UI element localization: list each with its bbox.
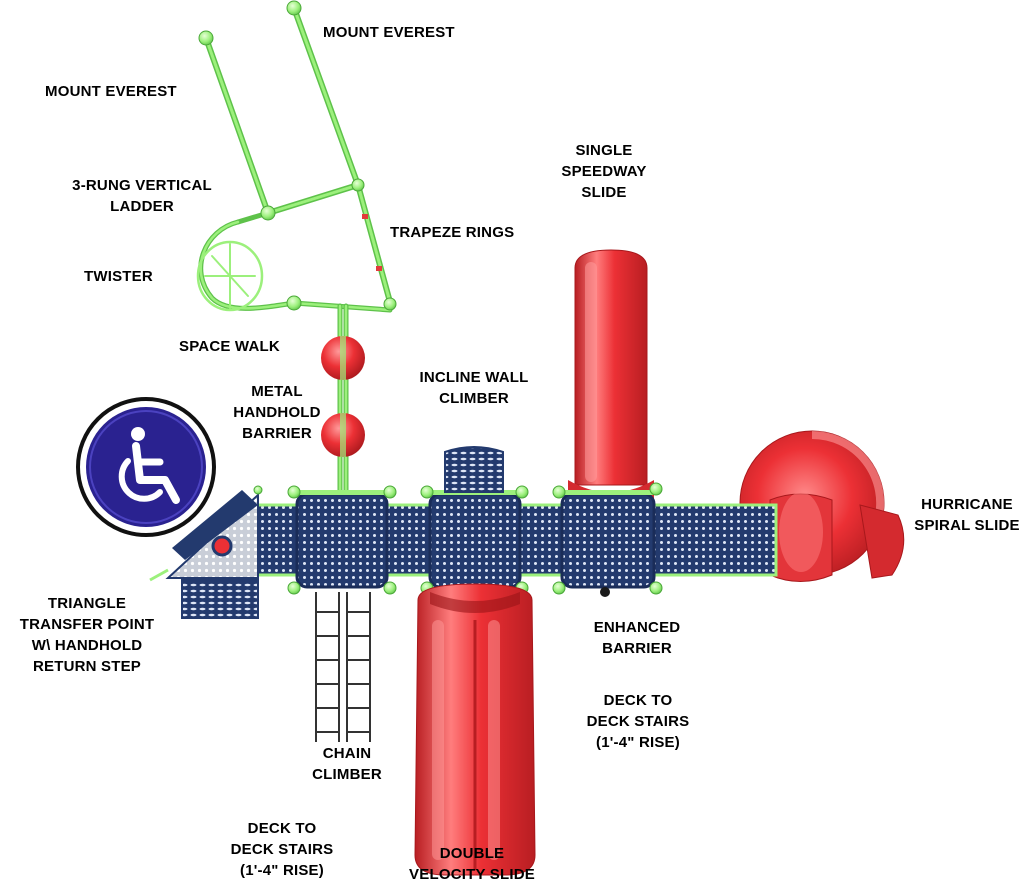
space-walk-balls: [321, 336, 365, 457]
wheelchair-icon: [76, 397, 216, 537]
label-single-speedway-slide: SINGLE SPEEDWAY SLIDE: [561, 142, 647, 201]
label-metal-handhold-barrier: METAL HANDHOLD BARRIER: [233, 383, 321, 442]
triangle-transfer-point: [149, 490, 259, 619]
deck-posts: [253, 482, 663, 595]
deck-left: [295, 490, 389, 589]
deck-center: [428, 490, 522, 589]
label-hurricane-spiral-slide: HURRICANE SPIRAL SLIDE: [914, 496, 1020, 534]
label-mount-everest-left: MOUNT EVEREST: [45, 83, 177, 100]
deck-right: [560, 490, 656, 589]
label-double-velocity-slide: DOUBLE VELOCITY SLIDE: [409, 845, 535, 881]
label-deck-stairs-left: DECK TO DECK STAIRS (1'-4" RISE): [230, 820, 334, 879]
label-triangle-transfer-point: TRIANGLE TRANSFER POINT W\ HANDHOLD RETU…: [19, 595, 155, 675]
label-chain-climber: CHAIN CLIMBER: [312, 745, 382, 783]
label-mount-everest-right: MOUNT EVEREST: [323, 24, 455, 41]
label-3-rung-vertical-ladder: 3-RUNG VERTICAL LADDER: [72, 177, 212, 215]
double-velocity-slide: [414, 583, 536, 876]
deck-fastener: [600, 587, 610, 597]
label-twister: TWISTER: [84, 268, 153, 285]
label-space-walk: SPACE WALK: [179, 338, 280, 355]
chain-climber: [315, 592, 371, 742]
label-enhanced-barrier: ENHANCED BARRIER: [593, 619, 681, 657]
label-incline-wall-climber: INCLINE WALL CLIMBER: [419, 369, 529, 407]
label-deck-stairs-right: DECK TO DECK STAIRS (1'-4" RISE): [586, 692, 690, 751]
single-speedway-slide: [568, 249, 654, 510]
label-trapeze-rings: TRAPEZE RINGS: [390, 224, 515, 241]
incline-wall-climber: [444, 446, 504, 493]
frame-joints: [198, 0, 397, 311]
